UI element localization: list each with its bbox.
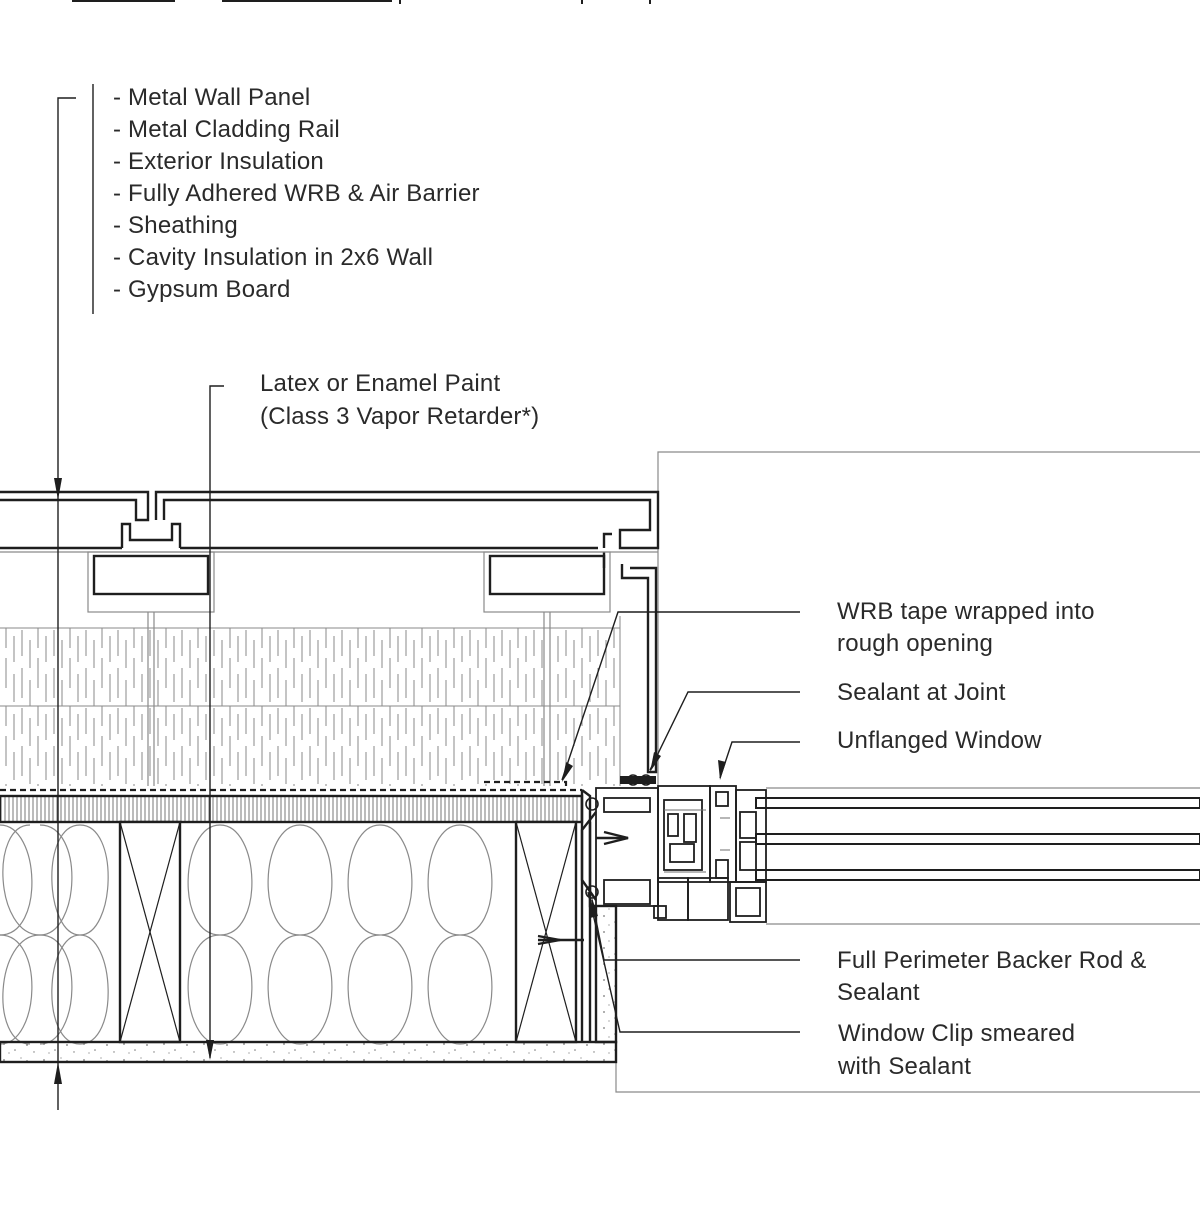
sealant-joint-bead: [620, 776, 656, 784]
layer-gypsum-board: - Gypsum Board: [113, 276, 291, 303]
callout-window-clip-line1: Window Clip smeared: [838, 1020, 1076, 1047]
layer-wrb-air-barrier: - Fully Adhered WRB & Air Barrier: [113, 180, 480, 207]
window-frame-thin: [664, 809, 730, 873]
layer-cavity-insulation: - Cavity Insulation in 2x6 Wall: [113, 244, 434, 271]
callout-backer-rod-line2: Sealant: [837, 979, 920, 1006]
leader-wall-assembly: [57, 97, 76, 1110]
leader-wrb-tape: [561, 611, 800, 781]
leader-window: [719, 741, 800, 779]
cavity-insulation: [0, 824, 493, 1045]
stud-right: [514, 820, 578, 1044]
glazing-outline: [766, 787, 1200, 925]
leader-lines: [57, 84, 800, 1110]
leader-paint: [209, 385, 224, 1058]
leader-window-clip: [587, 891, 800, 1033]
callout-sealant-joint: Sealant at Joint: [837, 679, 1006, 706]
wall-assembly-list: - Metal Wall Panel - Metal Cladding Rail…: [113, 82, 480, 306]
stud-left: [118, 820, 182, 1044]
leader-backer-rod: [591, 899, 800, 961]
layer-metal-cladding-rail: - Metal Cladding Rail: [113, 116, 340, 143]
callout-wrb-tape-line2: rough opening: [837, 630, 994, 657]
callout-wrb-tape-line1: WRB tape wrapped into: [837, 598, 1095, 625]
glazing-unit: [755, 797, 1200, 881]
window-clip: [537, 811, 629, 946]
window-frame: [595, 785, 767, 923]
leader-sealant-joint: [649, 691, 800, 771]
leader-arrowheads: [54, 478, 726, 1084]
exterior-insulation: [0, 616, 621, 786]
callout-paint-line2: (Class 3 Vapor Retarder*): [260, 403, 540, 430]
metal-wall-panel: [0, 490, 660, 550]
callout-unflanged-window: Unflanged Window: [837, 727, 1042, 754]
layer-metal-wall-panel: - Metal Wall Panel: [113, 84, 311, 111]
callout-paint-line1: Latex or Enamel Paint: [260, 370, 501, 397]
layer-exterior-insulation: - Exterior Insulation: [113, 148, 324, 175]
callout-backer-rod-line1: Full Perimeter Backer Rod &: [837, 947, 1147, 974]
wrb-and-sheathing: [0, 780, 584, 824]
layer-sheathing: - Sheathing: [113, 212, 238, 239]
callout-window-clip-line2: with Sealant: [838, 1053, 972, 1080]
cropped-top-lines: [72, 0, 651, 4]
